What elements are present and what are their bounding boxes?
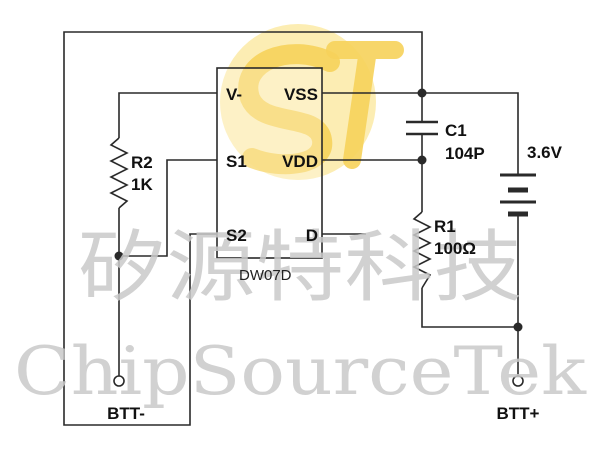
pin-d-label: D <box>306 226 318 245</box>
btt-pos-label: BTT+ <box>497 404 540 423</box>
pin-s2-label: S2 <box>226 226 247 245</box>
pin-vdd-label: VDD <box>282 152 318 171</box>
wires <box>63 31 519 426</box>
battery-symbol <box>500 173 536 217</box>
r1-ref-label: R1 <box>434 217 456 236</box>
watermark-chinese: 矽源特科技 <box>78 223 523 313</box>
st-logo-icon <box>220 24 404 180</box>
r2-value-label: 1K <box>131 175 153 194</box>
junction-dots <box>114 88 523 332</box>
c1-ref-label: C1 <box>445 121 467 140</box>
battery-voltage-label: 3.6V <box>527 143 563 162</box>
c1-value-label: 104P <box>445 144 485 163</box>
pin-vminus-label: V- <box>226 85 242 104</box>
chip-name-label: DW07D <box>239 267 292 284</box>
r1-value-label: 100Ω <box>434 239 476 258</box>
watermark-english: ChipSourceTek <box>14 333 587 410</box>
c1-capacitor <box>406 120 438 136</box>
r2-resistor <box>109 137 129 209</box>
pin-s1-label: S1 <box>226 152 247 171</box>
chip-body <box>216 67 323 259</box>
btt-neg-label: BTT- <box>107 404 145 423</box>
r1-resistor <box>412 211 432 289</box>
terminal-circles <box>113 375 524 387</box>
pin-vss-label: VSS <box>284 85 318 104</box>
r2-ref-label: R2 <box>131 153 153 172</box>
